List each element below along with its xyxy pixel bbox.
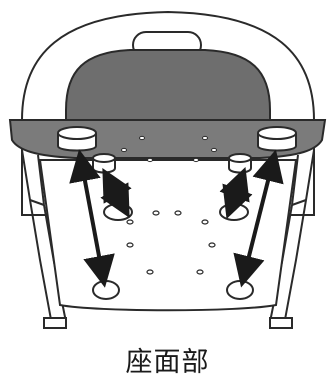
- seat-frame: [40, 160, 296, 310]
- diagram-caption: 座面部: [0, 340, 335, 379]
